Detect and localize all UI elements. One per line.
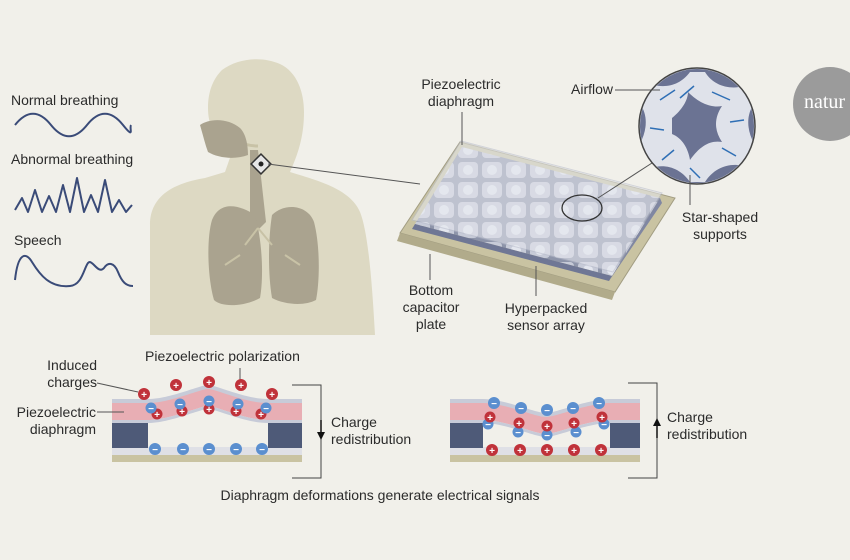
svg-text:−: − [233, 445, 239, 456]
label-abnormal-breathing: Abnormal breathing [11, 151, 134, 167]
svg-text:−: − [518, 404, 524, 415]
label-induced-charges: Induced charges [47, 357, 97, 390]
charges-right: − − − − − − − − − − + + + + + + + + + + [482, 397, 610, 457]
svg-text:+: + [544, 422, 550, 433]
label-normal-breathing: Normal breathing [11, 92, 119, 108]
charges-left: + + + + + + + + + + − − − − − − − − − − [138, 376, 278, 456]
nature-logo-badge: natur [793, 67, 850, 141]
cross-section-right [450, 382, 661, 479]
negative-charges-right: − − − − − − − − − − [482, 397, 610, 442]
label-airflow: Airflow [571, 81, 614, 97]
label-star-shaped-supports: Star-shaped supports [681, 209, 759, 242]
svg-text:+: + [154, 410, 160, 421]
label-bottom-capacitor-plate: Bottom capacitor plate [402, 282, 460, 332]
svg-text:+: + [238, 381, 244, 392]
svg-text:−: − [180, 445, 186, 456]
svg-text:−: − [544, 431, 550, 442]
svg-text:+: + [571, 419, 577, 430]
speech-wave [14, 254, 134, 288]
svg-text:−: − [573, 428, 579, 439]
positive-charges-right: + + + + + + + + + + [484, 411, 608, 457]
svg-text:+: + [206, 378, 212, 389]
svg-text:+: + [141, 390, 147, 401]
label-hyperpacked-sensor-array: Hyperpacked sensor array [504, 300, 588, 333]
left-lung [208, 206, 263, 306]
right-lung [269, 206, 319, 304]
svg-text:+: + [571, 446, 577, 457]
svg-text:−: − [177, 400, 183, 411]
svg-text:−: − [570, 404, 576, 415]
svg-text:+: + [598, 446, 604, 457]
svg-text:+: + [206, 405, 212, 416]
svg-text:−: − [206, 445, 212, 456]
svg-text:+: + [269, 390, 275, 401]
svg-text:−: − [596, 399, 602, 410]
label-piezoelectric-diaphragm-top: Piezoelectric diaphragm [421, 76, 501, 109]
label-piezoelectric-diaphragm-left: Piezoelectric diaphragm [16, 404, 96, 437]
caption: Diaphragm deformations generate electric… [220, 487, 540, 503]
svg-text:−: − [263, 404, 269, 415]
logo-text: natur [804, 91, 846, 113]
negative-charges-left: − − − − − − − − − − [145, 395, 272, 456]
svg-text:−: − [259, 445, 265, 456]
svg-text:−: − [152, 445, 158, 456]
svg-text:−: − [148, 404, 154, 415]
svg-text:−: − [515, 428, 521, 439]
abnormal-breathing-wave [14, 177, 133, 213]
normal-breathing-wave [14, 112, 132, 138]
svg-text:+: + [258, 410, 264, 421]
airflow-magnifier [615, 67, 756, 205]
svg-text:+: + [517, 446, 523, 457]
svg-text:+: + [179, 407, 185, 418]
svg-text:+: + [544, 446, 550, 457]
label-charge-redistribution-left: Charge redistribution [331, 414, 412, 447]
svg-text:−: − [235, 400, 241, 411]
svg-text:+: + [173, 381, 179, 392]
human-silhouette [150, 59, 421, 335]
svg-text:−: − [206, 397, 212, 408]
svg-text:+: + [487, 413, 493, 424]
svg-text:+: + [233, 407, 239, 418]
svg-text:−: − [485, 420, 491, 431]
svg-text:+: + [599, 413, 605, 424]
sensor-array-device [397, 112, 676, 300]
label-speech: Speech [14, 232, 62, 248]
svg-text:−: − [601, 420, 607, 431]
svg-text:−: − [491, 399, 497, 410]
svg-text:+: + [489, 446, 495, 457]
label-piezoelectric-polarization: Piezoelectric polarization [145, 348, 300, 364]
label-charge-redistribution-right: Charge redistribution [667, 409, 748, 442]
svg-text:−: − [544, 406, 550, 417]
svg-text:+: + [516, 419, 522, 430]
